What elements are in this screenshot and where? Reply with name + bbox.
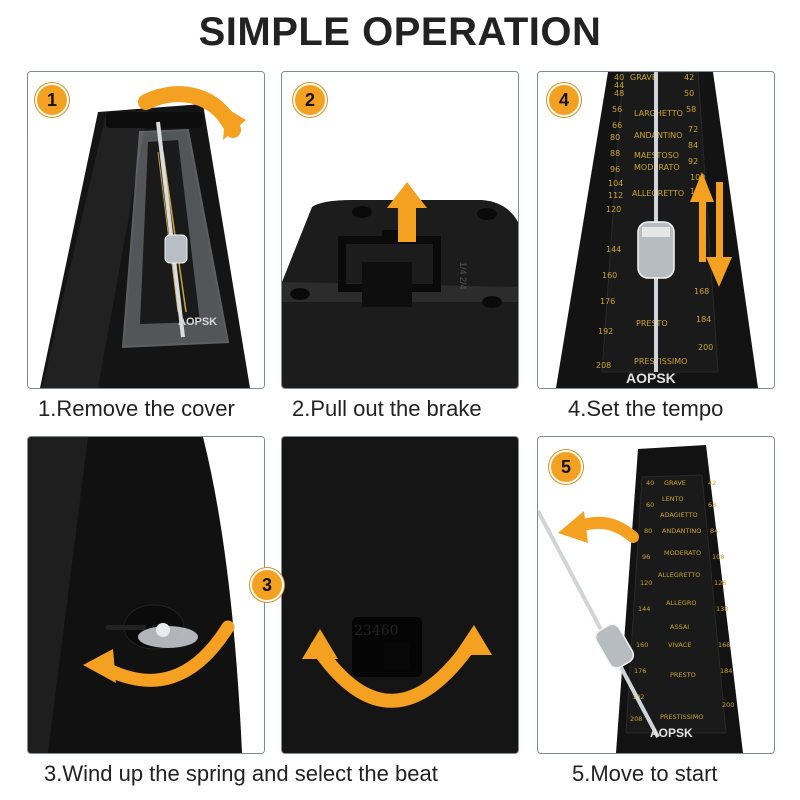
step-badge-2: 2 (293, 83, 327, 117)
svg-text:144: 144 (638, 605, 650, 613)
svg-text:56: 56 (612, 105, 622, 114)
step-1-image: AOPSK (27, 71, 265, 389)
svg-text:200: 200 (698, 343, 713, 352)
svg-text:80: 80 (644, 527, 652, 535)
svg-text:PRESTISSIMO: PRESTISSIMO (634, 357, 687, 366)
svg-text:ANDANTINO: ANDANTINO (634, 131, 682, 140)
svg-text:60: 60 (646, 501, 654, 509)
svg-text:200: 200 (722, 701, 734, 709)
svg-text:144: 144 (606, 245, 621, 254)
svg-text:PRESTISSIMO: PRESTISSIMO (660, 713, 703, 721)
svg-text:ALLEGRETTO: ALLEGRETTO (658, 571, 700, 579)
svg-text:ALLEGRETTO: ALLEGRETTO (632, 189, 684, 198)
svg-text:120: 120 (640, 579, 652, 587)
svg-text:MODERATO: MODERATO (664, 549, 701, 557)
svg-text:VIVACE: VIVACE (668, 641, 691, 649)
svg-text:44: 44 (614, 81, 624, 90)
svg-text:23460: 23460 (354, 623, 399, 639)
svg-text:ANDANTINO: ANDANTINO (662, 527, 701, 535)
svg-text:50: 50 (684, 89, 694, 98)
svg-text:160: 160 (602, 271, 617, 280)
svg-text:40: 40 (646, 479, 654, 487)
svg-text:208: 208 (630, 715, 642, 723)
step-badge-4: 4 (547, 83, 581, 117)
svg-text:GRAVE: GRAVE (630, 73, 657, 82)
svg-text:88: 88 (610, 149, 620, 158)
svg-text:48: 48 (614, 89, 624, 98)
svg-text:1/4 2/4: 1/4 2/4 (458, 262, 468, 290)
svg-text:100: 100 (690, 173, 705, 182)
svg-text:42: 42 (684, 73, 694, 82)
brand-label-4: AOPSK (626, 370, 676, 386)
brand-label-5: AOPSK (650, 726, 693, 740)
step-3-beat-image: 23460 (281, 436, 519, 754)
svg-text:58: 58 (686, 105, 696, 114)
step-caption-4: 4.Set the tempo (568, 396, 724, 421)
svg-text:ASSAI: ASSAI (670, 623, 689, 631)
svg-text:184: 184 (696, 315, 711, 324)
svg-text:LENTO: LENTO (662, 495, 684, 503)
svg-text:120: 120 (606, 205, 621, 214)
svg-text:184: 184 (720, 667, 732, 675)
svg-text:GRAVE: GRAVE (664, 479, 686, 487)
svg-text:92: 92 (688, 157, 698, 166)
step-3-wind-image (27, 436, 265, 754)
step-caption-1: 1.Remove the cover (38, 396, 235, 421)
svg-text:126: 126 (714, 579, 726, 587)
page-title: SIMPLE OPERATION (198, 10, 602, 54)
svg-text:LARGHETTO: LARGHETTO (634, 109, 683, 118)
svg-text:176: 176 (600, 297, 615, 306)
svg-text:168: 168 (694, 287, 709, 296)
step-badge-5: 5 (549, 450, 583, 484)
svg-text:ALLEGRO: ALLEGRO (666, 599, 696, 607)
svg-text:PRESTO: PRESTO (670, 671, 696, 679)
step-2-image: 1/4 2/4 (281, 71, 519, 389)
svg-text:160: 160 (636, 641, 648, 649)
svg-text:112: 112 (608, 191, 623, 200)
svg-text:72: 72 (688, 125, 698, 134)
svg-text:84: 84 (688, 141, 698, 150)
step-caption-3: 3.Wind up the spring and select the beat (44, 761, 438, 786)
svg-text:ADAGIETTO: ADAGIETTO (660, 511, 698, 519)
step-caption-5: 5.Move to start (572, 761, 718, 786)
svg-text:63: 63 (708, 501, 716, 509)
svg-text:104: 104 (608, 179, 623, 188)
svg-text:108: 108 (712, 553, 724, 561)
svg-text:192: 192 (598, 327, 613, 336)
svg-text:40: 40 (614, 73, 624, 82)
svg-text:42: 42 (708, 479, 716, 487)
svg-text:PRESTO: PRESTO (636, 319, 668, 328)
svg-text:208: 208 (596, 361, 611, 370)
step-badge-1: 1 (35, 83, 69, 117)
brand-label-1: AOPSK (178, 316, 217, 328)
step-badge-3: 3 (250, 568, 284, 602)
svg-text:66: 66 (612, 121, 622, 130)
svg-text:176: 176 (634, 667, 646, 675)
svg-text:168: 168 (718, 641, 730, 649)
svg-text:96: 96 (642, 553, 650, 561)
svg-text:138: 138 (716, 605, 728, 613)
svg-text:96: 96 (610, 165, 620, 174)
step-caption-2: 2.Pull out the brake (292, 396, 482, 421)
svg-text:80: 80 (610, 133, 620, 142)
svg-text:84: 84 (710, 527, 718, 535)
